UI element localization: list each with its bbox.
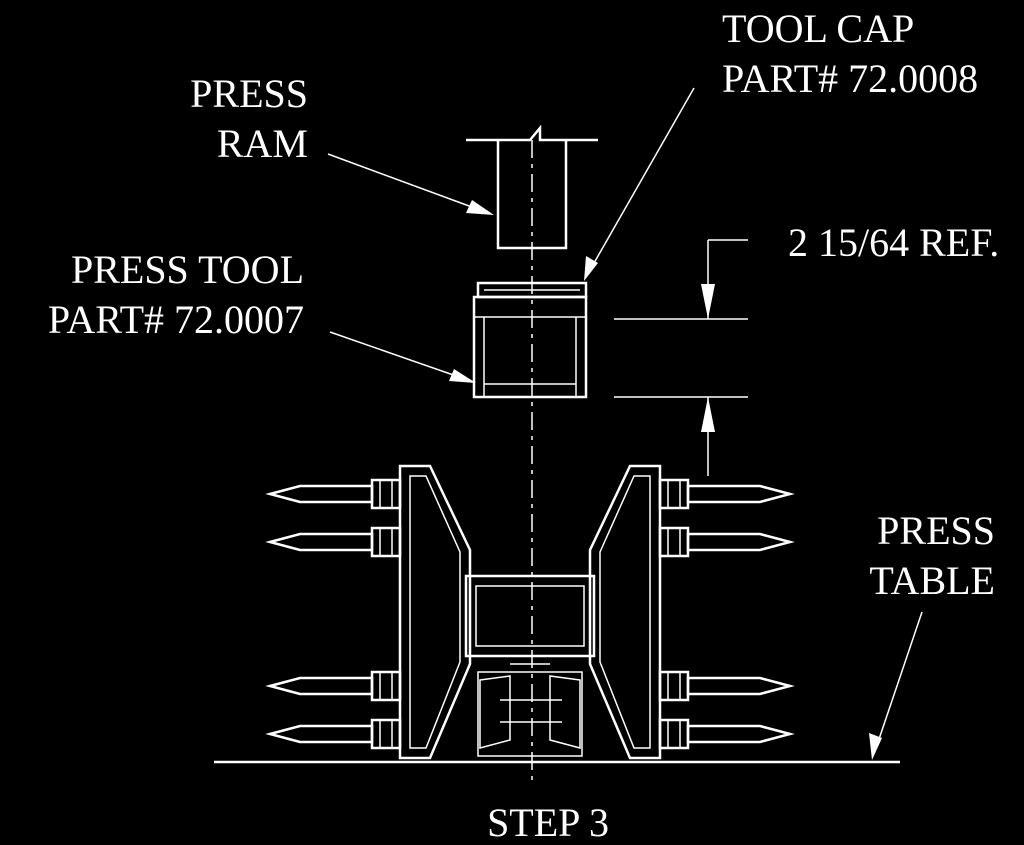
bolt-left-4 (265, 718, 402, 750)
press-table-label-line2: TABLE (869, 558, 995, 603)
bolt-left-1 (265, 478, 402, 510)
bearing (477, 663, 583, 757)
bolt-right-1 (658, 478, 795, 510)
bolt-right-3 (658, 670, 795, 702)
press-tool-part-number: PART# 72.0007 (48, 297, 304, 342)
leader-press-tool (329, 331, 476, 383)
leader-press-table (869, 611, 923, 760)
fixture (398, 464, 662, 760)
dimension-label: 2 15/64 REF. (788, 220, 999, 265)
leader-press-ram (327, 153, 494, 215)
step-label: STEP 3 (487, 800, 609, 845)
press-ram-label-line1: PRESS (190, 71, 308, 116)
bolt-left-2 (265, 526, 402, 558)
press-ram-label-line2: RAM (217, 121, 308, 166)
tool-cap-part-number: PART# 72.0008 (722, 56, 978, 101)
press-ram (466, 124, 598, 250)
bolt-left-3 (265, 670, 402, 702)
bolt-right-2 (658, 526, 795, 558)
press-table-label-line1: PRESS (877, 508, 995, 553)
press-tool-label-line1: PRESS TOOL (71, 247, 304, 292)
leader-tool-cap (584, 87, 695, 281)
press-tool (472, 295, 588, 399)
tool-cap-label-line1: TOOL CAP (722, 6, 914, 51)
bolt-right-4 (658, 718, 795, 750)
dimension-callout (614, 239, 748, 476)
